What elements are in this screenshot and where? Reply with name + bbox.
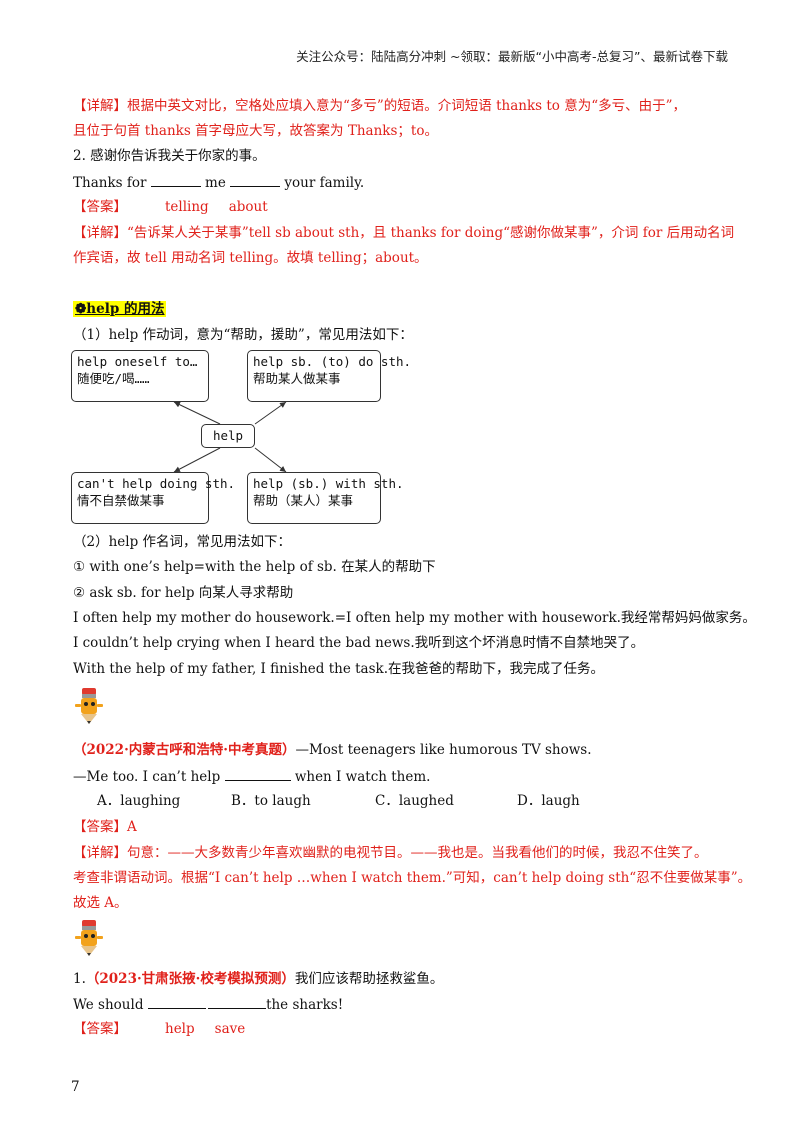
noun-item-1: ① with one’s help=with the help of sb. 在… [73,559,436,575]
q2-blank-1 [150,173,201,187]
verb-intro: （1）help 作动词，意为“帮助，援助”，常见用法如下： [73,327,413,343]
help-usage-diagram: help oneself to… 随便吃/喝…… help sb. (to) d… [70,348,412,528]
option-c: C．laughed [375,793,454,809]
practice-blank-2 [208,995,267,1009]
practice-answer: 【答案】 help save [73,1020,245,1038]
exam-source: （2022·内蒙古呼和浩特·中考真题） [73,742,296,758]
box-cant-help-en: can't help doing sth. [77,476,236,491]
exam-line2-a: —Me too. I can’t help [73,769,221,785]
page-number: 7 [71,1079,80,1095]
q2-sentence: Thanks for me your family. [73,173,364,192]
practice-number: 1. [73,971,86,987]
box-cant-help: can't help doing sth. 情不自禁做某事 [71,472,236,524]
q2-blank-2 [230,173,281,187]
section-title: ❁help 的用法 [73,300,167,318]
box-help-sb-do-en: help sb. (to) do sth. [253,354,412,369]
practice-answer-2: save [214,1021,246,1037]
exam-line2-b: when I watch them. [294,769,431,785]
box-help-oneself-zh: 随便吃/喝…… [77,371,150,386]
example-3: With the help of my father, I finished t… [73,661,605,677]
q1-detail-line1: 【详解】根据中英文对比，空格处应填入意为“多亏”的短语。介词短语 thanks … [73,98,687,114]
pencil-mascot-icon [75,920,103,956]
option-d: D．laugh [517,793,580,809]
practice-source: （2023·甘肃张掖·校考模拟预测） [85,971,295,987]
box-help-with-zh: 帮助（某人）某事 [253,493,354,508]
q2-answer-label: 【答案】 [73,199,127,215]
pencil-mascot-icon [75,688,103,724]
box-help-sb-do: help sb. (to) do sth. 帮助某人做某事 [247,350,412,402]
exam-blank [224,767,291,781]
box-help-with: help (sb.) with sth. 帮助（某人）某事 [247,472,404,524]
exam-detail-line2: 考查非谓语动词。根据“I can’t help …when I watch th… [73,870,752,886]
noun-intro: （2）help 作名词，常见用法如下： [73,534,292,550]
box-help-oneself: help oneself to… 随便吃/喝…… [71,350,209,402]
section-title-text: ❁help 的用法 [73,301,167,317]
page-header: 关注公众号：陆陆高分冲刺 ~领取：最新版“小中高考-总复习”、最新试卷下载 [296,49,728,64]
q2-answer-1: telling [165,199,209,215]
exam-line1-rest: —Most teenagers like humorous TV shows. [295,742,592,758]
diagram-arrows [173,401,287,473]
box-help-oneself-en: help oneself to… [77,354,198,369]
box-center-help: help [201,424,255,448]
option-a: A．laughing [97,793,181,809]
box-help-with-en: help (sb.) with sth. [253,476,404,491]
example-1: I often help my mother do housework.=I o… [73,610,756,626]
box-cant-help-zh: 情不自禁做某事 [77,493,165,508]
practice-question-line2: We should the sharks! [73,995,343,1014]
q2-answer: 【答案】 telling about [73,198,268,216]
noun-item-2: ② ask sb. for help 向某人寻求帮助 [73,585,294,601]
practice-prompt-rest: 我们应该帮助拯救鲨鱼。 [294,971,444,987]
practice-blank-1 [147,995,206,1009]
q2-prompt: 2. 感谢你告诉我关于你家的事。 [73,148,266,164]
arrow-top-right [254,401,287,425]
practice-sentence-b: the sharks! [266,997,344,1013]
exam-detail-line1: 【详解】句意：——大多数青少年喜欢幽默的电视节目。——我也是。当我看他们的时候，… [73,845,708,861]
q2-sentence-part2: me [205,175,226,191]
q2-answer-2: about [228,199,268,215]
q2-detail-line1: 【详解】“告诉某人关于某事”tell sb about sth，且 thanks… [73,225,735,241]
q2-detail-line2: 作宾语，故 tell 用动名词 telling。故填 telling；about… [73,250,428,266]
q2-sentence-part3: your family. [284,175,365,191]
arrow-top-left [173,401,221,425]
practice-answer-1: help [165,1021,195,1037]
exam-question-line1: （2022·内蒙古呼和浩特·中考真题）—Most teenagers like … [73,741,592,759]
exam-answer: 【答案】A [73,819,137,835]
exam-options: A．laughing B．to laugh C．laughed D．laugh [97,792,580,810]
box-help-sb-do-zh: 帮助某人做某事 [253,371,341,386]
practice-answer-label: 【答案】 [73,1021,127,1037]
option-b: B．to laugh [231,793,311,809]
q1-detail-line2: 且位于句首 thanks 首字母应大写，故答案为 Thanks；to。 [73,123,438,139]
q2-sentence-part1: Thanks for [73,175,147,191]
exam-question-line2: —Me too. I can’t help when I watch them. [73,767,430,786]
practice-question-line1: 1.（2023·甘肃张掖·校考模拟预测）我们应该帮助拯救鲨鱼。 [73,970,443,988]
arrow-bottom-right [254,447,287,473]
example-2: I couldn’t help crying when I heard the … [73,635,645,651]
arrow-bottom-left [173,447,221,473]
exam-detail-line3: 故选 A。 [73,895,128,911]
practice-sentence-a: We should [73,997,144,1013]
